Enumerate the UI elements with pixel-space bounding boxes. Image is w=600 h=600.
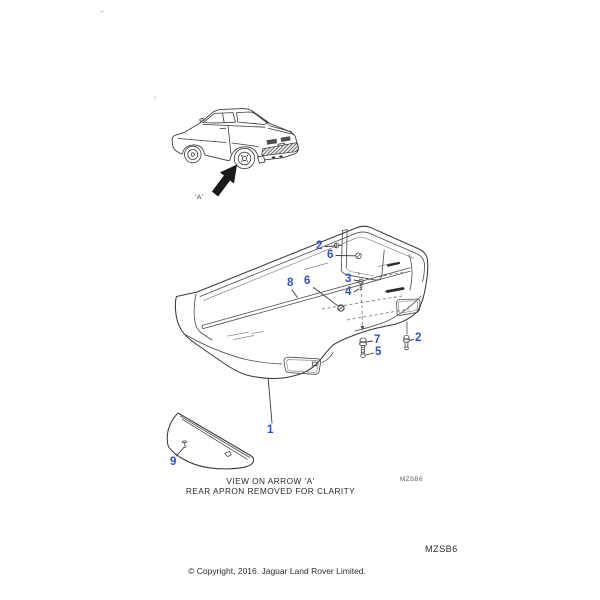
pin-icon-part9 (181, 440, 188, 448)
callout-1[interactable]: 1 (267, 424, 274, 436)
view-direction-arrow-icon (211, 164, 237, 197)
scan-artifacts (99, 10, 156, 100)
figure-code-footer: MZSB6 (425, 544, 458, 554)
callout-2-right[interactable]: 2 (415, 332, 422, 344)
bolt-icon-part2-upper (334, 242, 340, 249)
car-rear-bumper (261, 142, 299, 156)
callout-leader-lines (176, 245, 414, 457)
view-caption-line2: REAR APRON REMOVED FOR CLARITY (185, 485, 356, 496)
car-taillight-left (266, 138, 277, 145)
bumper-recess-right (396, 298, 421, 316)
callout-8[interactable]: 8 (287, 277, 294, 289)
callout-3[interactable]: 3 (345, 273, 352, 285)
view-caption: VIEW ON ARROW 'A' REAR APRON REMOVED FOR… (128, 476, 413, 497)
callout-5[interactable]: 5 (375, 346, 382, 358)
bumper-recess-left (283, 356, 322, 375)
callout-6-top[interactable]: 6 (327, 249, 334, 261)
bolt-icon-part7-5 (358, 337, 367, 359)
callout-4[interactable]: 4 (345, 286, 352, 298)
callout-6-middle[interactable]: 6 (304, 275, 311, 287)
callout-9[interactable]: 9 (170, 456, 177, 468)
screw-icon-part3-4 (358, 278, 364, 291)
copyright-notice: © Copyright, 2016. Jaguar Land Rover Lim… (188, 566, 366, 576)
bumper-badge-bar-upper (386, 261, 401, 267)
car-taillight-right (280, 136, 291, 142)
callout-2-top[interactable]: 2 (316, 240, 323, 252)
projection-lines (321, 271, 410, 335)
view-caption-line1: VIEW ON ARROW 'A' (226, 476, 315, 486)
car-illustration (171, 108, 299, 170)
bumper-assembly-drawing (174, 225, 429, 380)
bumper-badge-bar-lower (385, 287, 405, 293)
bolt-icon-part2-lower (402, 335, 410, 351)
bumper-mounting-bracket (338, 229, 385, 281)
car-wheels (184, 145, 256, 170)
figure-code-inline: MZSB6 (400, 476, 423, 483)
bumper-shell (174, 225, 429, 380)
rear-apron-drawing (166, 412, 255, 470)
car-mudflap (257, 155, 266, 164)
callout-7[interactable]: 7 (374, 334, 381, 346)
apron-clip-mark (224, 450, 232, 458)
arrow-a-label: 'A' (195, 194, 204, 201)
